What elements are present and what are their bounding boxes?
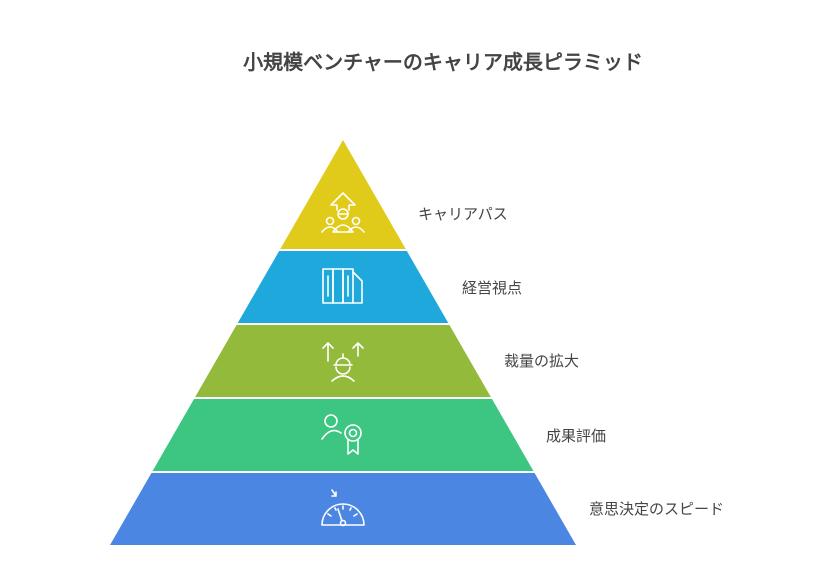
person-award-icon: [321, 414, 362, 455]
layer-label-performance-evaluation: 成果評価: [546, 427, 607, 445]
career-growth-people-icon: [321, 192, 365, 233]
pyramid-layer-4: [152, 399, 534, 471]
book-panels-icon: [322, 268, 363, 304]
layer-label-decision-speed: 意思決定のスピード: [589, 500, 725, 518]
diagram-title: 小規模ベンチャーのキャリア成長ピラミッド: [243, 50, 643, 74]
layer-label-expanded-discretion: 裁量の拡大: [504, 352, 580, 370]
pyramid-layer-1: [280, 140, 406, 249]
layer-label-career-path: キャリアパス: [418, 205, 508, 223]
pyramid-layer-3: [195, 325, 491, 397]
layer-label-management-perspective: 経営視点: [462, 279, 523, 297]
worker-arrows-up-icon: [322, 342, 364, 382]
speedometer-icon: [321, 489, 365, 527]
